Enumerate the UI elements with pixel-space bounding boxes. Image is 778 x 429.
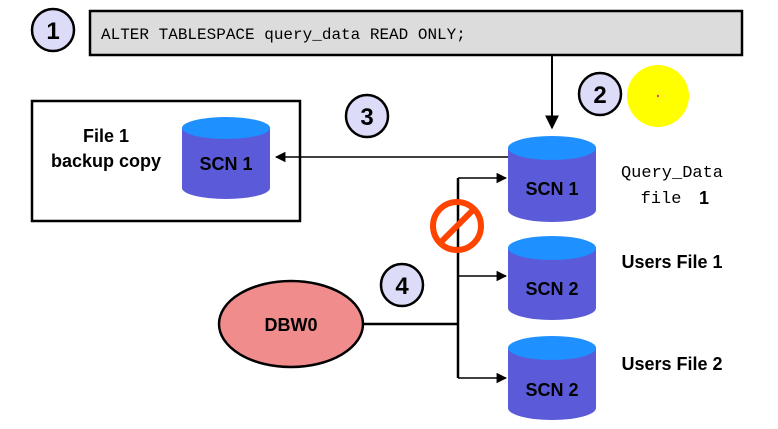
file-2-name: Users File 1 [621,252,722,272]
command-box: ALTER TABLESPACE query_data READ ONLY; [88,9,744,57]
step-3-number: 3 [360,104,373,131]
step-4-badge: 4 [379,262,425,308]
prohibited-icon [430,199,484,253]
file-1-cylinder-label: SCN 1 [525,179,578,199]
file-cylinder-users-file-2: SCN 2 [508,336,596,420]
backup-title-line2: backup copy [51,151,161,171]
step-1-number: 1 [46,18,59,45]
backup-cylinder-label: SCN 1 [199,154,252,174]
command-text: ALTER TABLESPACE query_data READ ONLY; [101,26,466,44]
backup-copy-box: File 1 backup copy SCN 1 [30,99,302,223]
dbw0-label: DBW0 [265,315,318,335]
dbw0-process: DBW0 [217,279,365,369]
backup-cylinder: SCN 1 [182,117,270,199]
step-2-number: 2 [593,82,606,109]
file-2-cylinder-label: SCN 2 [525,279,578,299]
step-1-badge: 1 [30,7,76,53]
file-1-name-line2-number: 1 [699,188,709,208]
file-1-name-line1: Query_Data [621,164,723,183]
file-3-cylinder-label: SCN 2 [525,380,578,400]
highlight-center-mark [656,94,660,98]
step-3-badge: 3 [344,93,390,139]
file-cylinder-users-file-1: SCN 2 [508,236,596,320]
file-cylinder-query-data: SCN 1 [508,136,596,222]
step-4-number: 4 [395,273,409,300]
file-1-name-line2-prefix: file [641,190,682,209]
dbw0-write-lines [363,172,508,384]
file-3-name: Users File 2 [621,354,722,374]
step-2-badge: 2 [577,71,623,117]
backup-title-line1: File 1 [83,126,129,146]
